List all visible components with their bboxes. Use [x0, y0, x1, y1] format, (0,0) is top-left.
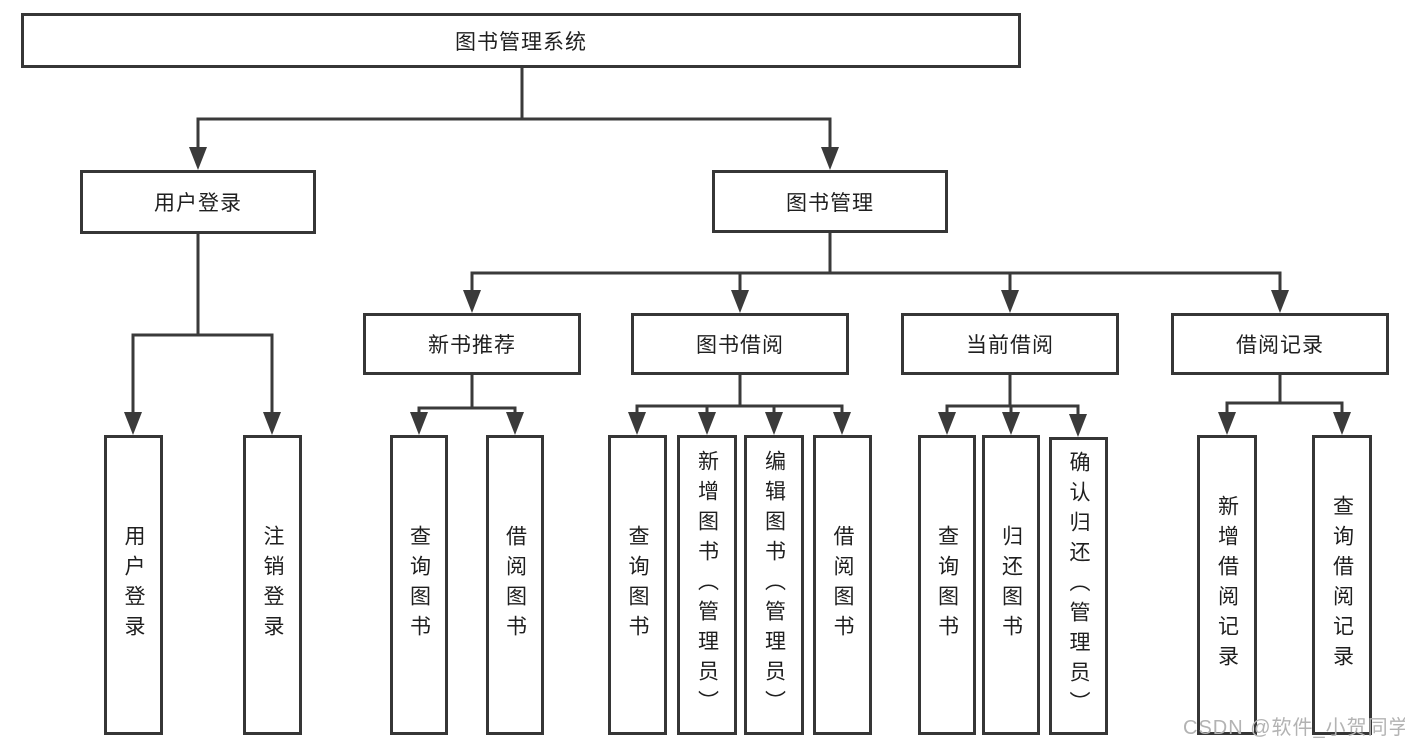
arrowhead-icon	[263, 412, 281, 435]
node-leaf-logout: 注销登录	[243, 435, 302, 735]
node-leaf-query-borrow-record: 查询借阅记录	[1312, 435, 1372, 735]
node-label: 查询图书	[935, 525, 959, 645]
node-label: 查询借阅记录	[1330, 495, 1354, 675]
node-leaf-add-books-admin: 新增图书（管理员）	[677, 435, 737, 735]
arrowhead-icon	[628, 412, 646, 435]
node-leaf-borrow-books-recommend: 借阅图书	[486, 435, 544, 735]
csdn-watermark: CSDN @软件_小贺同学	[1183, 717, 1405, 739]
node-label: 编辑图书（管理员）	[762, 450, 786, 720]
arrowhead-icon	[189, 147, 207, 170]
node-label: 借阅图书	[831, 525, 854, 645]
node-label: 确认归还（管理员）	[1067, 451, 1090, 721]
node-label: 借阅记录	[1236, 334, 1324, 357]
node-user-login: 用户登录	[80, 170, 316, 234]
arrowhead-icon	[821, 147, 839, 170]
arrowhead-icon	[1001, 290, 1019, 313]
node-label: 新增借阅记录	[1215, 495, 1239, 675]
node-borrowing-records: 借阅记录	[1171, 313, 1389, 375]
node-library-management-system: 图书管理系统	[21, 13, 1021, 68]
node-leaf-borrow-books: 借阅图书	[813, 435, 872, 735]
node-book-management: 图书管理	[712, 170, 948, 233]
arrowhead-icon	[833, 412, 851, 435]
node-new-book-recommendation: 新书推荐	[363, 313, 581, 375]
node-label: 用户登录	[154, 192, 242, 215]
node-label: 查询图书	[407, 525, 431, 645]
node-label: 图书借阅	[696, 334, 784, 357]
node-leaf-query-books-recommend: 查询图书	[390, 435, 448, 735]
node-leaf-confirm-return-admin: 确认归还（管理员）	[1049, 437, 1108, 735]
node-leaf-query-books-borrowing: 查询图书	[608, 435, 667, 735]
arrowhead-icon	[1002, 412, 1020, 435]
node-label: 借阅图书	[503, 525, 527, 645]
node-leaf-edit-books-admin: 编辑图书（管理员）	[744, 435, 804, 735]
node-current-borrowing: 当前借阅	[901, 313, 1119, 375]
arrowhead-icon	[1218, 412, 1236, 435]
arrowhead-icon	[1271, 290, 1289, 313]
node-leaf-return-books: 归还图书	[982, 435, 1040, 735]
node-label: 注销登录	[261, 525, 284, 645]
node-label: 新增图书（管理员）	[695, 450, 719, 720]
node-leaf-user-login: 用户登录	[104, 435, 163, 735]
arrowhead-icon	[1069, 414, 1087, 437]
node-label: 新书推荐	[428, 334, 516, 357]
arrowhead-icon	[506, 412, 524, 435]
arrowhead-icon	[731, 290, 749, 313]
node-label: 图书管理系统	[455, 30, 587, 54]
arrowhead-icon	[410, 412, 428, 435]
node-label: 当前借阅	[966, 334, 1054, 357]
node-label: 归还图书	[999, 525, 1023, 645]
node-label: 图书管理	[786, 191, 874, 215]
node-leaf-add-borrow-record: 新增借阅记录	[1197, 435, 1257, 735]
arrowhead-icon	[463, 290, 481, 313]
arrowhead-icon	[1333, 412, 1351, 435]
node-label: 查询图书	[626, 525, 649, 645]
arrowhead-icon	[765, 412, 783, 435]
arrowhead-icon	[124, 412, 142, 435]
arrowhead-icon	[938, 412, 956, 435]
node-leaf-query-books-current: 查询图书	[918, 435, 976, 735]
arrowhead-icon	[698, 412, 716, 435]
node-book-borrowing: 图书借阅	[631, 313, 849, 375]
node-label: 用户登录	[122, 525, 145, 645]
